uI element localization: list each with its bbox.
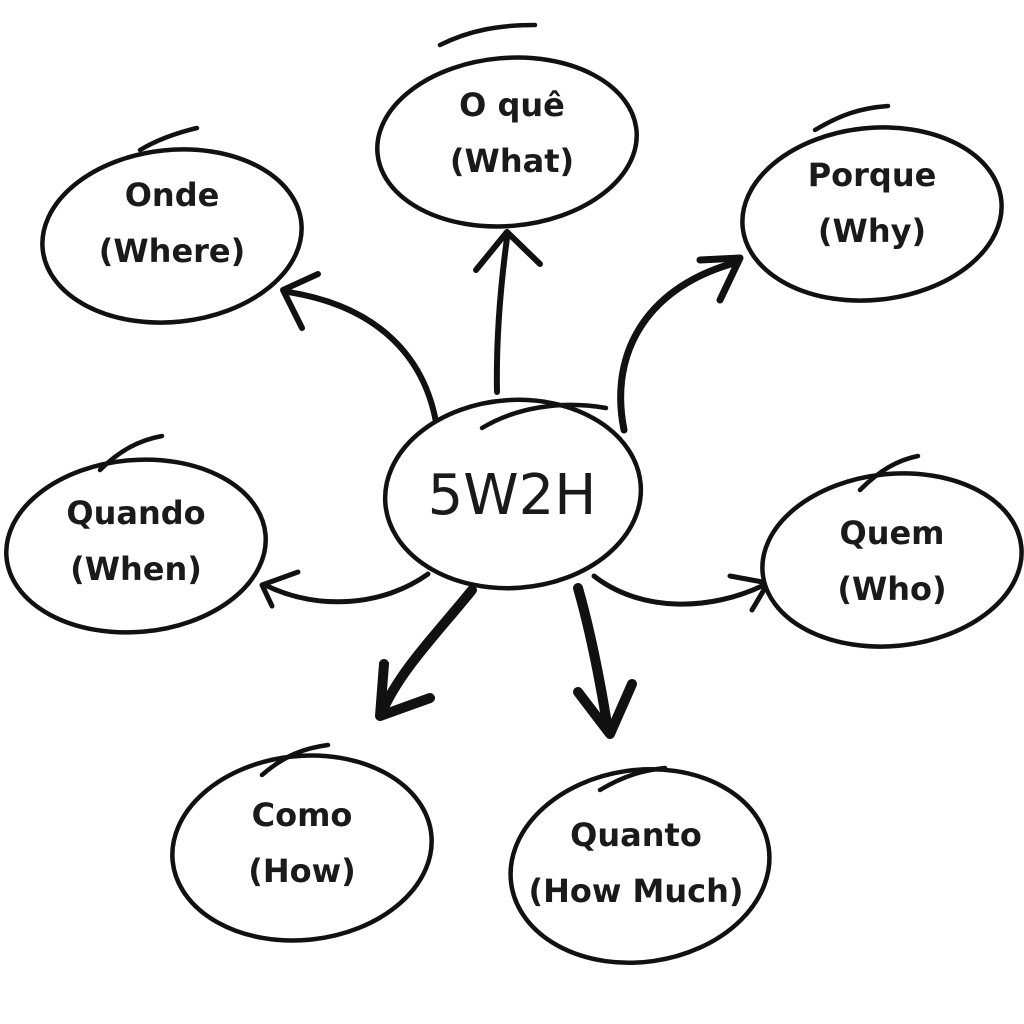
arrow-where <box>280 271 440 431</box>
node-when-subtitle: (When) <box>70 550 202 588</box>
node-how: Como (How) <box>170 742 434 943</box>
node-how-much: Quanto (How Much) <box>508 765 772 966</box>
node-when-title: Quando <box>66 494 205 532</box>
arrow-how <box>375 585 477 721</box>
arrows <box>259 229 771 739</box>
node-what: O quê (What) <box>375 22 639 229</box>
node-why-subtitle: (Why) <box>818 212 926 250</box>
arrow-how-much <box>573 583 637 739</box>
node-when: Quando (When) <box>4 433 268 635</box>
node-why-title: Porque <box>808 156 937 194</box>
node-where: Onde (Where) <box>40 125 304 325</box>
node-who-title: Quem <box>839 514 944 552</box>
node-who-subtitle: (Who) <box>837 570 946 608</box>
arrow-who <box>591 573 771 613</box>
node-what-subtitle: (What) <box>450 142 574 180</box>
node-why: Porque (Why) <box>740 103 1004 303</box>
center-node: 5W2H <box>382 397 644 591</box>
arrow-what <box>473 229 543 395</box>
arrow-why <box>617 254 744 434</box>
center-label: 5W2H <box>428 463 597 528</box>
node-how-much-title: Quanto <box>570 816 702 854</box>
node-how-title: Como <box>252 796 353 834</box>
node-where-subtitle: (Where) <box>99 232 246 270</box>
node-what-title: O quê <box>459 86 565 124</box>
node-where-title: Onde <box>125 176 220 214</box>
node-how-subtitle: (How) <box>248 852 356 890</box>
node-who: Quem (Who) <box>760 453 1024 649</box>
arrow-when <box>259 569 431 609</box>
node-how-much-subtitle: (How Much) <box>528 872 743 910</box>
